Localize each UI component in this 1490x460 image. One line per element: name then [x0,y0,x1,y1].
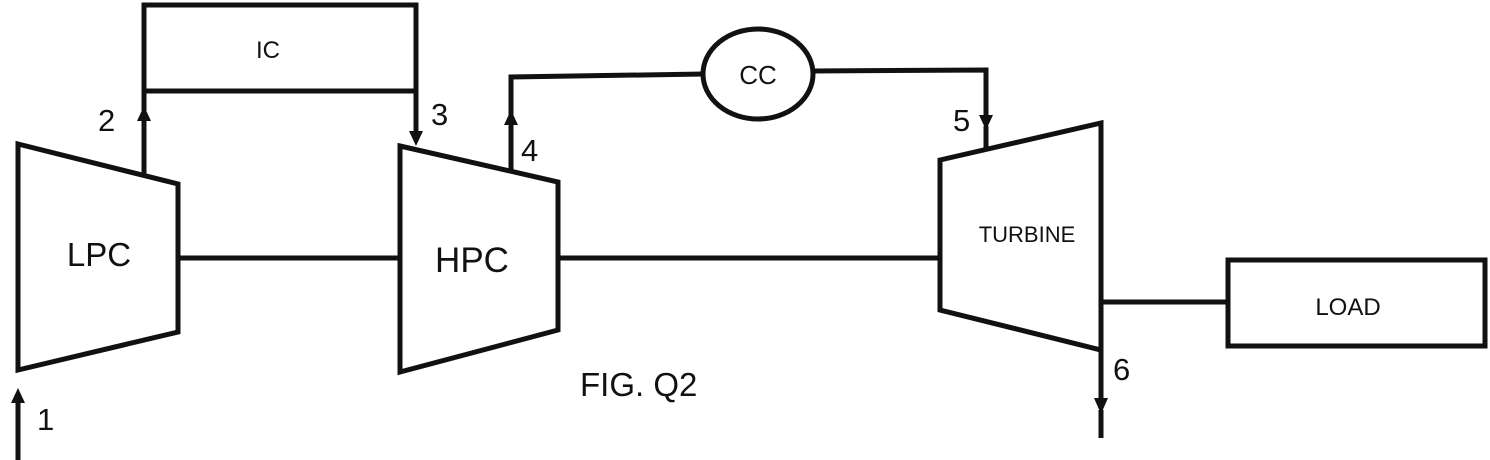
turbine-label: TURBINE [979,222,1076,247]
combustion-chamber: CC [700,26,816,122]
hpc-compressor: HPC [397,142,561,376]
lpc-label: LPC [67,236,131,273]
inlet-flow-1 [11,388,25,460]
state-point-6: 6 [1113,352,1130,387]
state-point-5: 5 [953,103,970,138]
load: LOAD [1225,257,1488,349]
flow-arrow-up-icon [11,388,25,403]
lpc-compressor: LPC [15,140,181,374]
intercooler: IC [141,2,419,94]
flow-2-to-ic [137,90,151,174]
turbine: TURBINE [937,119,1104,354]
state-point-2: 2 [98,103,115,138]
exhaust-flow-6 [1094,348,1108,438]
figure-caption: FIG. Q2 [580,366,697,403]
hpc-label: HPC [435,241,509,280]
flow-arrow-down-icon [1094,398,1108,414]
flow-4-to-cc [504,71,705,170]
state-point-1: 1 [37,402,54,437]
flow-arrow-down-icon [409,131,423,146]
flow-5-to-turbine [811,67,993,150]
flow-arrow-down-icon [979,115,993,130]
intercooler-label: IC [256,37,280,64]
load-label: LOAD [1315,294,1380,321]
flow-3-to-hpc [409,90,423,146]
combustion-chamber-label: CC [739,60,777,90]
state-point-3: 3 [431,97,448,132]
state-point-4: 4 [521,133,538,168]
